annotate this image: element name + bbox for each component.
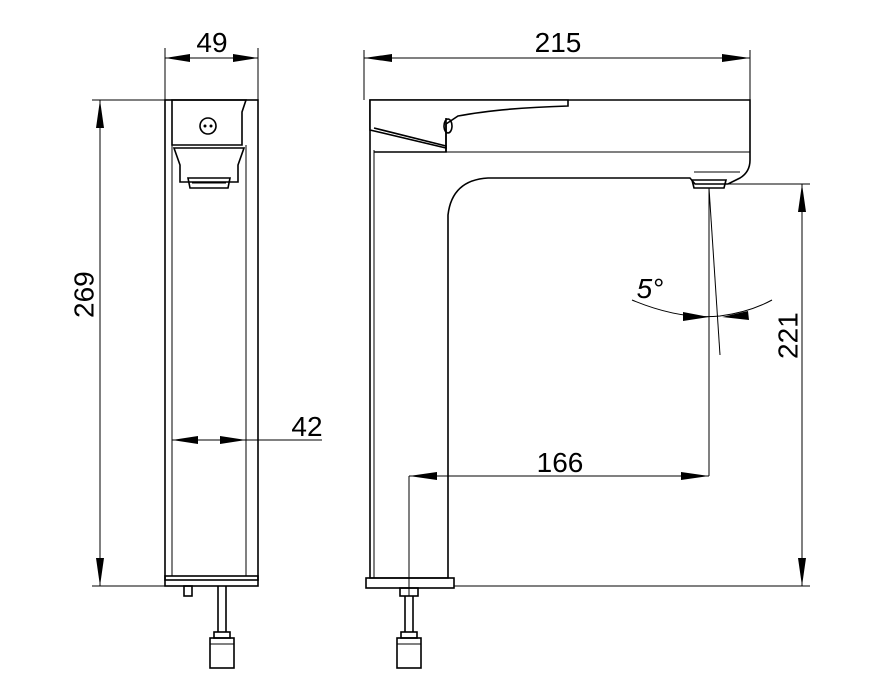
side-view (164, 99, 259, 669)
angle-label: 5° (637, 273, 664, 304)
side-view-lever-hole (203, 124, 207, 128)
dim-42-arrow-left (172, 436, 198, 444)
dim-269-label: 269 (69, 271, 100, 318)
dim-42-label: 42 (291, 411, 322, 442)
dim-269-arrow-bottom (96, 558, 104, 586)
dim-215-arrow-left (364, 54, 392, 62)
angle-arrow-right (722, 311, 749, 320)
side-view-lever (171, 99, 248, 146)
side-view-base (164, 575, 259, 587)
dim-166: 166 (408, 188, 710, 596)
angle-arc (631, 299, 773, 318)
dim-215: 215 (363, 27, 751, 100)
angle-arrow-left (683, 312, 709, 321)
dim-221: 221 (454, 183, 810, 587)
dim-221-arrow-bottom (798, 558, 806, 586)
side-view-lever-cap (199, 117, 217, 135)
dim-221-arrow-top (798, 184, 806, 212)
dim-angle: 5° (631, 187, 773, 356)
dim-269: 269 (69, 99, 165, 587)
front-view-body-outline (369, 99, 751, 579)
side-view-connector-short (183, 585, 193, 597)
side-view-aerator (187, 177, 231, 189)
side-view-hose-fitting (209, 637, 235, 669)
dim-166-arrow-right (681, 472, 709, 480)
dim-49: 49 (164, 27, 259, 100)
dim-215-label: 215 (535, 27, 582, 58)
dim-49-label: 49 (196, 27, 227, 58)
side-view-outline (164, 99, 259, 581)
dim-215-arrow-right (722, 54, 750, 62)
front-view-lever-pin (443, 118, 453, 134)
side-view-outlet-body (172, 147, 246, 183)
dim-42: 42 (172, 411, 323, 444)
side-view-hose-nut (213, 631, 231, 639)
dim-221-label: 221 (773, 312, 804, 359)
dim-42-arrow-right (220, 436, 246, 444)
angle-spout-line (708, 187, 721, 356)
dim-49-arrow-left (165, 54, 190, 62)
side-view-lever-hole (209, 124, 213, 128)
dim-166-arrow-left (409, 472, 437, 480)
front-view (365, 99, 751, 669)
dim-49-arrow-right (233, 54, 258, 62)
front-view-base (365, 577, 455, 589)
dim-166-label: 166 (537, 447, 584, 478)
front-view-aerator (690, 179, 728, 189)
front-view-hose-nut (400, 631, 418, 639)
dim-269-arrow-top (96, 100, 104, 128)
front-view-lever (369, 99, 569, 150)
front-view-hose-fitting (396, 637, 422, 669)
